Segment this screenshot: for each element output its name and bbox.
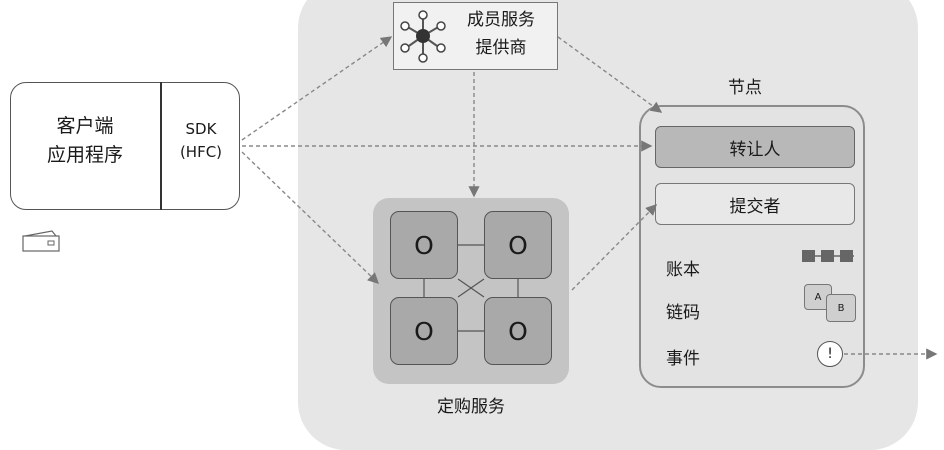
orderer-node: O xyxy=(484,211,552,279)
client-divider xyxy=(160,82,162,210)
committer-box: 提交者 xyxy=(655,183,855,225)
client-application-label: 客户端 应用程序 xyxy=(46,115,123,166)
client-application-box xyxy=(10,82,240,210)
network-hub-icon xyxy=(400,10,446,63)
client-to-msp-arrow xyxy=(241,36,393,141)
event-alert-icon: ! xyxy=(817,341,843,367)
flow-arrows xyxy=(241,36,938,360)
membership-service-provider-label: 成员服务 提供商 xyxy=(467,10,535,58)
orderer-node: O xyxy=(390,211,458,279)
ordering-service-label: 定购服务 xyxy=(437,397,505,417)
event-label: 事件 xyxy=(666,349,700,369)
client-to-orderer-arrow xyxy=(241,151,380,284)
endorser-box: 转让人 xyxy=(655,126,855,168)
orderer-node: O xyxy=(484,297,552,365)
msp-to-peer-arrow xyxy=(557,36,663,113)
chaincode-label: 链码 xyxy=(666,303,700,323)
peer-title: 节点 xyxy=(728,78,762,98)
sdk-label: SDK (HFC) xyxy=(179,120,223,161)
orderer-node: O xyxy=(390,297,458,365)
ledger-label: 账本 xyxy=(666,260,700,280)
chaincode-b-icon: B xyxy=(826,294,856,322)
ledger-blocks-icon xyxy=(802,250,854,262)
orderer-to-committer-arrow xyxy=(571,204,657,291)
orderer-links xyxy=(423,244,519,332)
wallet-icon xyxy=(22,230,60,252)
